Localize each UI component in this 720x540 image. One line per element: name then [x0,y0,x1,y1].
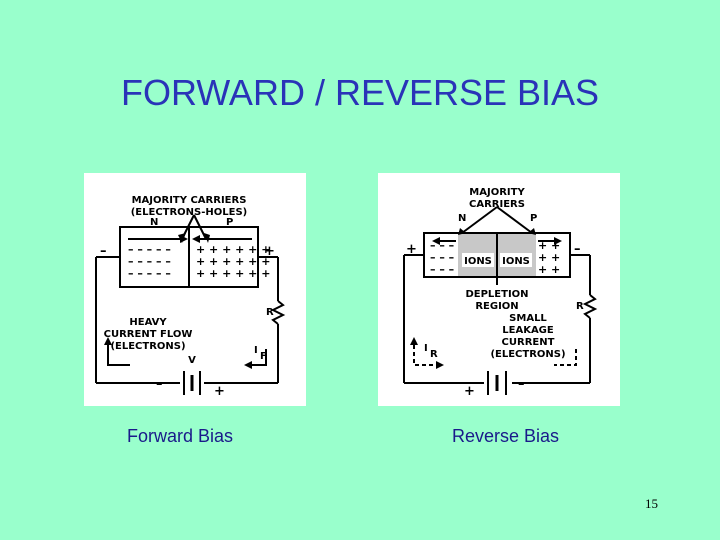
fwd-majority-label-2: (ELECTRONS-HOLES) [131,207,248,218]
rev-current-subscript: R [430,349,438,360]
reverse-bias-diagram: – – – – – – – – – + + + + + + IONS IONS … [378,173,620,406]
fwd-battery-minus: – [156,377,163,392]
rev-ions-box-right [500,253,532,267]
fwd-holes: + + + + + + + + + + + + + + + + + + [196,243,270,280]
rev-electrons: – – – – – – – – – [430,239,454,276]
fwd-minus-terminal: – [100,244,107,259]
rev-leak-label-2: LEAKAGE [502,325,554,336]
slide-title: FORWARD / REVERSE BIAS [120,72,600,113]
svg-text:+ +: + + [538,263,560,276]
rev-resistor-label: R [576,301,584,312]
rev-p-label: P [530,213,537,224]
rev-battery-plus: + [464,384,475,399]
reverse-bias-caption: Reverse Bias [452,426,560,446]
svg-text:+ +: + + [538,239,560,252]
fwd-electrons: – – – – – – – – – – – – – – – [128,243,171,280]
rev-n-label: N [458,213,466,224]
svg-text:– – –: – – – [430,263,454,276]
reverse-bias-svg: – – – – – – – – – + + + + + + IONS IONS … [403,187,598,399]
fwd-resistor [270,300,286,325]
forward-bias-diagram: – – – – – – – – – – – – – – – + + + + + … [84,173,306,406]
rev-leak-label-4: (ELECTRONS) [490,349,565,360]
svg-text:– – –: – – – [430,239,454,252]
svg-text:– – – – –: – – – – – [128,243,171,256]
fwd-n-label: N [150,217,158,228]
svg-text:– – – – –: – – – – – [128,267,171,280]
rev-majority-label-1: MAJORITY [469,187,525,198]
svg-text:+ + + + + +: + + + + + + [196,243,270,256]
fwd-p-label: P [226,217,233,228]
svg-text:+ + + + + +: + + + + + + [196,255,270,268]
rev-leak-label-3: CURRENT [502,337,555,348]
svg-text:+ +: + + [538,251,560,264]
rev-depletion-label-2: REGION [475,301,518,312]
forward-bias-caption: Forward Bias [127,426,234,446]
rev-battery-minus: – [518,377,525,392]
svg-text:– – –: – – – [430,251,454,264]
rev-ions-left: IONS [464,256,492,267]
fwd-current-label: I [254,345,258,356]
fwd-flow-label-2: CURRENT FLOW [104,329,193,340]
fwd-majority-label-1: MAJORITY CARRIERS [132,195,247,206]
fwd-current-subscript: F [260,351,267,362]
forward-bias-svg: – – – – – – – – – – – – – – – + + + + + … [95,195,286,399]
rev-depletion-label-1: DEPLETION [465,289,528,300]
rev-plus-terminal: + [406,242,417,257]
rev-holes: + + + + + + [538,239,560,276]
rev-majority-label-2: CARRIERS [469,199,525,210]
fwd-plus-terminal: + [264,244,275,259]
fwd-resistor-label: R [266,307,274,318]
rev-minus-terminal: – [574,242,581,257]
svg-text:– – – – –: – – – – – [128,255,171,268]
fwd-flow-label-1: HEAVY [129,317,167,328]
rev-ions-right: IONS [502,256,530,267]
rev-leak-label-1: SMALL [509,313,547,324]
rev-ions-box-left [462,253,494,267]
fwd-battery-plus: + [214,384,225,399]
fwd-flow-label-3: (ELECTRONS) [110,341,185,352]
rev-current-label: I [424,343,428,354]
fwd-voltage-label: V [188,355,196,366]
svg-text:+ + + + + +: + + + + + + [196,267,270,280]
page-number: 15 [645,496,658,511]
rev-resistor [582,294,598,319]
